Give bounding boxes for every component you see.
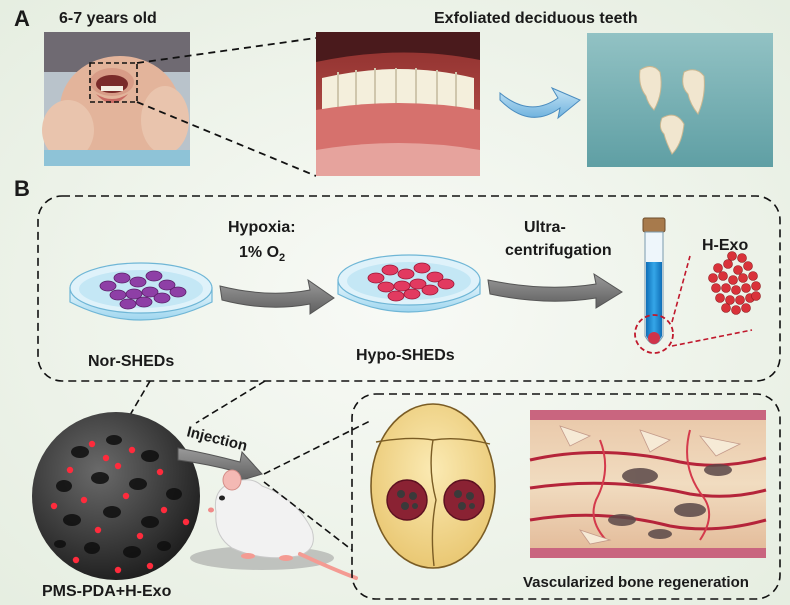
oxygen-label: 1% O2 [239, 244, 285, 264]
hypo-sheds-label: Hypo-SHEDs [356, 347, 455, 364]
panel-a-letter: A [14, 6, 30, 31]
regeneration-label: Vascularized bone regeneration [523, 574, 749, 591]
scaffold-connector-1 [129, 380, 151, 416]
child-mouth-photo [42, 32, 190, 166]
pms-pda-scaffold [32, 412, 200, 580]
teeth-label: Exfoliated deciduous teeth [434, 10, 638, 27]
rat-skull [370, 403, 496, 569]
pellet-highlight [634, 314, 674, 354]
outcome-box [351, 393, 781, 600]
outcome-connector-1 [263, 419, 373, 475]
rat-illustration [190, 469, 358, 580]
panel-b-letter: B [14, 176, 30, 201]
scaffold-connector-2 [195, 380, 266, 424]
hexo-label: H-Exo [702, 237, 748, 254]
hexo-particles [708, 251, 761, 315]
ultra-label-2: centrifugation [505, 242, 612, 259]
age-label: 6-7 years old [59, 10, 157, 27]
grey-arrow-hypoxia [219, 278, 335, 315]
extracted-teeth-photo [587, 33, 773, 167]
bone-tissue-section [529, 410, 767, 558]
pellet-zoom-line-bottom [671, 329, 753, 347]
pellet-zoom-line-top [671, 255, 691, 323]
zoom-line-top [136, 37, 317, 64]
nor-sheds-label: Nor-SHEDs [88, 353, 174, 370]
nor-sheds-dish [69, 262, 213, 321]
zoom-line-bottom [136, 101, 317, 177]
teeth-closeup-photo [316, 32, 480, 176]
grey-arrow-centrifugation [487, 272, 623, 309]
scaffold-label: PMS-PDA+H-Exo [42, 583, 172, 600]
hypo-sheds-dish [337, 254, 481, 313]
centrifuge-tube [642, 217, 666, 345]
blue-arrow [499, 86, 581, 120]
outcome-connector-2 [263, 481, 353, 551]
culture-process-box [37, 195, 781, 382]
injection-arrow [177, 447, 263, 483]
ultra-label-1: Ultra- [524, 219, 566, 236]
hypoxia-label: Hypoxia: [228, 219, 296, 236]
